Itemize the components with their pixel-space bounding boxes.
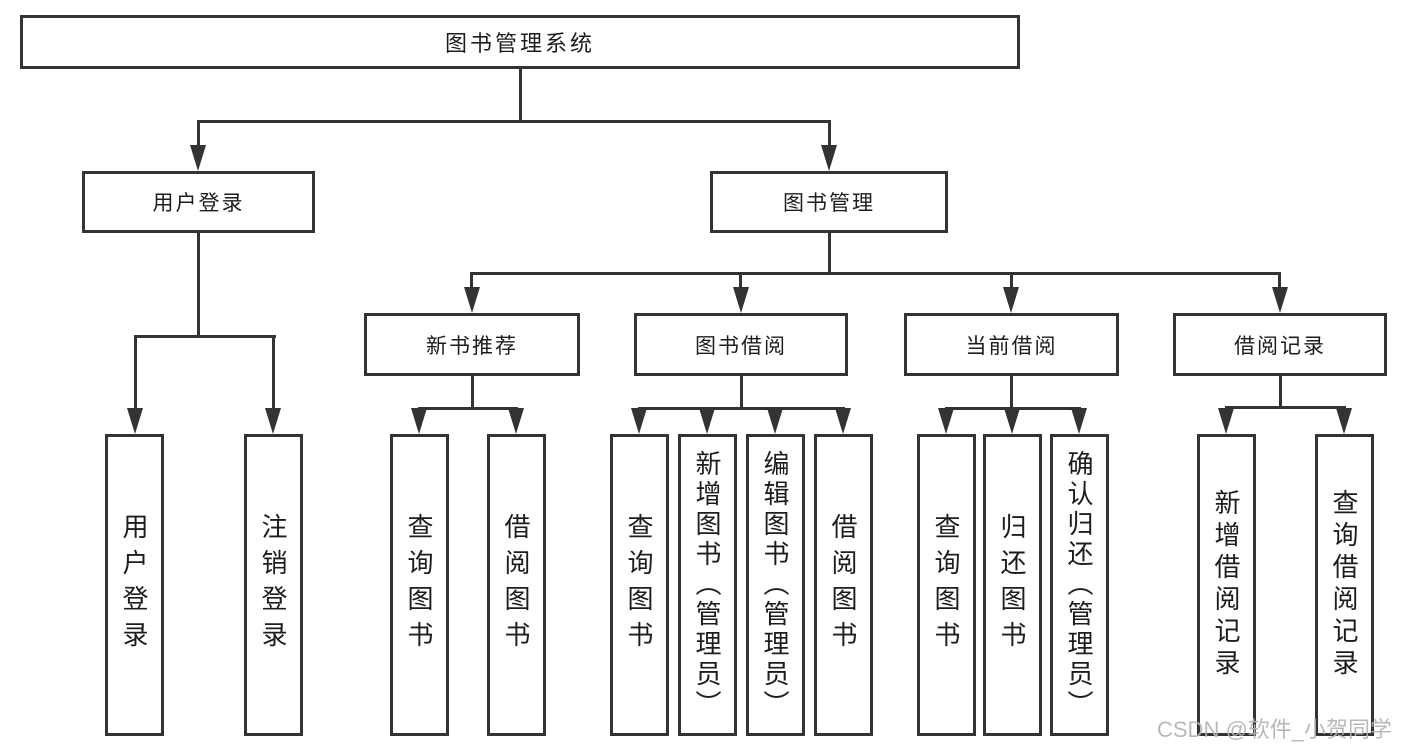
arrow-down-icon (265, 408, 281, 434)
connector-line (740, 376, 743, 408)
leaf-logout: 注销登录 (244, 434, 303, 736)
arrow-down-icon (508, 408, 524, 434)
connector-line (470, 272, 473, 288)
node-label: 图书管理 (783, 192, 875, 215)
connector-line (1010, 272, 1013, 288)
node-label: 当前借阅 (965, 334, 1058, 358)
node-user-login-branch: 用户登录 (82, 171, 315, 233)
arrow-down-icon (835, 408, 851, 434)
connector-line (418, 407, 518, 410)
connector-line (828, 120, 831, 148)
node-label: 图书借阅 (695, 334, 787, 358)
node-label: 查询图书 (404, 513, 434, 657)
connector-line (519, 68, 522, 120)
arrow-down-icon (733, 287, 749, 313)
node-label: 新增图书（管理员） (692, 450, 722, 720)
arrow-down-icon (1218, 408, 1234, 434)
connector-line (197, 233, 200, 335)
connector-line (470, 272, 1281, 275)
node-label: 图书管理系统 (444, 31, 595, 56)
connector-line (134, 335, 276, 338)
leaf-query-books-3: 查询图书 (917, 434, 976, 736)
connector-line (272, 335, 275, 410)
node-book-borrowing: 图书借阅 (634, 313, 848, 376)
node-borrowing-records: 借阅记录 (1173, 313, 1387, 376)
arrow-down-icon (821, 145, 837, 171)
node-library-management-system: 图书管理系统 (20, 15, 1020, 69)
node-label: 查询借阅记录 (1329, 489, 1359, 681)
node-label: 新书推荐 (426, 334, 518, 358)
leaf-borrow-books-1: 借阅图书 (487, 434, 546, 736)
connector-line (1279, 376, 1282, 407)
node-current-borrowing: 当前借阅 (904, 313, 1119, 376)
node-label: 注销登录 (258, 513, 288, 657)
arrow-down-icon (464, 287, 480, 313)
leaf-edit-books-admin: 编辑图书（管理员） (746, 434, 805, 736)
node-label: 借阅图书 (501, 513, 531, 657)
node-label: 借阅记录 (1234, 334, 1326, 358)
connector-line (197, 120, 200, 148)
csdn-watermark: CSDN @软件_小贺同学 (1157, 717, 1393, 742)
arrow-down-icon (631, 408, 647, 434)
connector-line (1225, 406, 1346, 409)
leaf-add-books-admin: 新增图书（管理员） (678, 434, 737, 736)
leaf-query-books-1: 查询图书 (390, 434, 449, 736)
arrow-down-icon (938, 408, 954, 434)
connector-line (471, 376, 474, 408)
arrow-down-icon (190, 145, 206, 171)
connector-line (828, 233, 831, 273)
arrow-down-icon (767, 408, 783, 434)
node-new-book-recommendation: 新书推荐 (364, 313, 580, 376)
leaf-user-login: 用户登录 (105, 434, 164, 736)
node-label: 用户登录 (152, 192, 245, 215)
leaf-return-books: 归还图书 (983, 434, 1042, 736)
leaf-borrow-books-2: 借阅图书 (814, 434, 873, 736)
leaf-add-borrow-record: 新增借阅记录 (1197, 434, 1256, 736)
arrow-down-icon (1272, 287, 1288, 313)
leaf-query-books-2: 查询图书 (610, 434, 669, 736)
leaf-confirm-return-admin: 确认归还（管理员） (1050, 434, 1109, 736)
node-book-management-branch: 图书管理 (710, 171, 948, 233)
arrow-down-icon (1004, 408, 1020, 434)
connector-line (638, 407, 845, 410)
connector-line (1010, 376, 1013, 408)
connector-line (739, 272, 742, 288)
leaf-query-borrow-record: 查询借阅记录 (1315, 434, 1374, 736)
node-label: 用户登录 (119, 513, 149, 657)
node-label: 借阅图书 (828, 513, 858, 657)
connector-line (197, 120, 831, 123)
node-label: 归还图书 (997, 513, 1027, 657)
connector-line (1278, 272, 1281, 288)
arrow-down-icon (1071, 408, 1087, 434)
node-label: 查询图书 (624, 513, 654, 657)
node-label: 编辑图书（管理员） (760, 450, 790, 720)
arrow-down-icon (1003, 287, 1019, 313)
arrow-down-icon (411, 408, 427, 434)
connector-line (134, 335, 137, 410)
node-label: 新增借阅记录 (1211, 489, 1241, 681)
node-label: 查询图书 (931, 513, 961, 657)
arrow-down-icon (1336, 408, 1352, 434)
node-label: 确认归还（管理员） (1064, 450, 1094, 720)
arrow-down-icon (127, 408, 143, 434)
arrow-down-icon (699, 408, 715, 434)
